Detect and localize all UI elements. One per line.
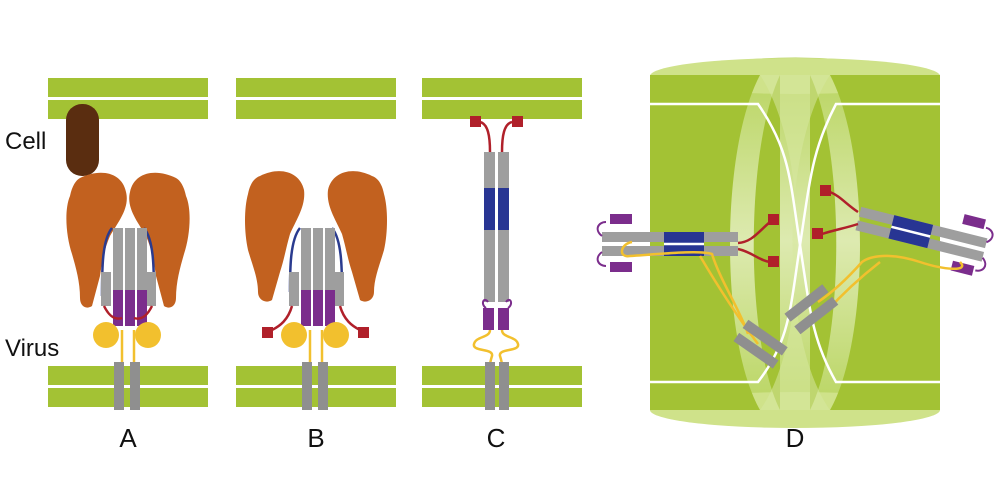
purple-linker [481,298,513,309]
helix [137,228,147,290]
transmembrane-anchor-right [784,284,839,335]
right-bundle-rotated [855,206,994,276]
hairpin-left [596,214,788,369]
yellow-domain [93,322,119,348]
fusion-peptide [137,290,147,326]
fusion-peptide [610,214,632,224]
yellow-linker [698,255,760,345]
fusion-peptide [950,260,975,276]
red-domain [470,116,481,127]
red-domain [768,214,779,225]
panel-d [596,57,994,428]
yellow-linker [620,240,750,335]
red-linker [737,221,771,264]
cell-membrane-a [48,78,208,119]
red-domain [768,256,779,267]
panel-label-b: B [307,423,324,453]
transmembrane-anchor [318,362,328,410]
helix [113,228,123,290]
purple-linker [596,221,607,267]
red-linker [102,305,154,320]
transmembrane-anchor [130,362,140,410]
core-divider [891,225,931,238]
transmembrane-anchor [114,362,124,410]
inner-leaflet-left [753,75,780,410]
fusion-peptide [301,290,311,326]
core [495,188,498,230]
receptor-right-b [327,171,387,302]
red-domain [812,228,823,239]
red-linker [821,190,859,236]
panel-b [236,78,396,410]
panel-label-a: A [119,423,137,453]
stalk-fill [760,75,830,410]
panel-label-d: D [786,423,805,453]
left-lobe [650,75,760,410]
cell-protein [66,104,99,176]
panel-a [48,78,208,410]
receptor-left-a [66,172,127,308]
yellow-domain [281,322,307,348]
yellow-domain [323,322,349,348]
yellow-linker [817,254,964,304]
transmembrane-anchor-left [733,319,788,369]
helix [125,228,135,290]
virus-membrane-b [236,366,396,407]
helix [325,228,335,290]
transmembrane-anchor [485,362,495,410]
cell-membrane-b [236,78,396,119]
red-domain [820,185,831,196]
fusion-peptide [610,262,632,272]
fusion-peptide [125,290,135,326]
cell-membrane-c [422,78,582,119]
helix [334,272,344,306]
transmembrane-anchor [499,362,509,410]
inner-leaflet-right [810,75,837,410]
receptor-left-b [245,171,305,302]
hairpin-right [784,185,994,335]
receptor-right-a [129,172,190,308]
virus-membrane-a [48,366,208,407]
red-domain [512,116,523,127]
fusion-peptide [483,308,494,330]
fusion-peptide [113,290,123,326]
yellow-squiggle [472,329,520,367]
fusion-peptide [325,290,335,326]
red-linker [479,120,513,153]
helix [289,272,299,306]
panel-label-c: C [487,423,506,453]
helix [313,228,323,290]
helix [101,272,111,306]
transmembrane-anchor [302,362,312,410]
fusion-peptide [498,308,509,330]
virus-label: Virus [5,335,59,362]
panel-c [422,78,582,410]
fusion-peptide [313,290,323,326]
right-lobe [830,75,940,410]
red-domain [262,327,273,338]
helix [301,228,311,290]
yellow-domain [135,322,161,348]
red-linker [271,305,361,332]
cell-label: Cell [5,128,46,155]
helix [146,272,156,306]
purple-linker [975,226,994,272]
fusion-peptide [962,214,986,230]
red-domain [358,327,369,338]
